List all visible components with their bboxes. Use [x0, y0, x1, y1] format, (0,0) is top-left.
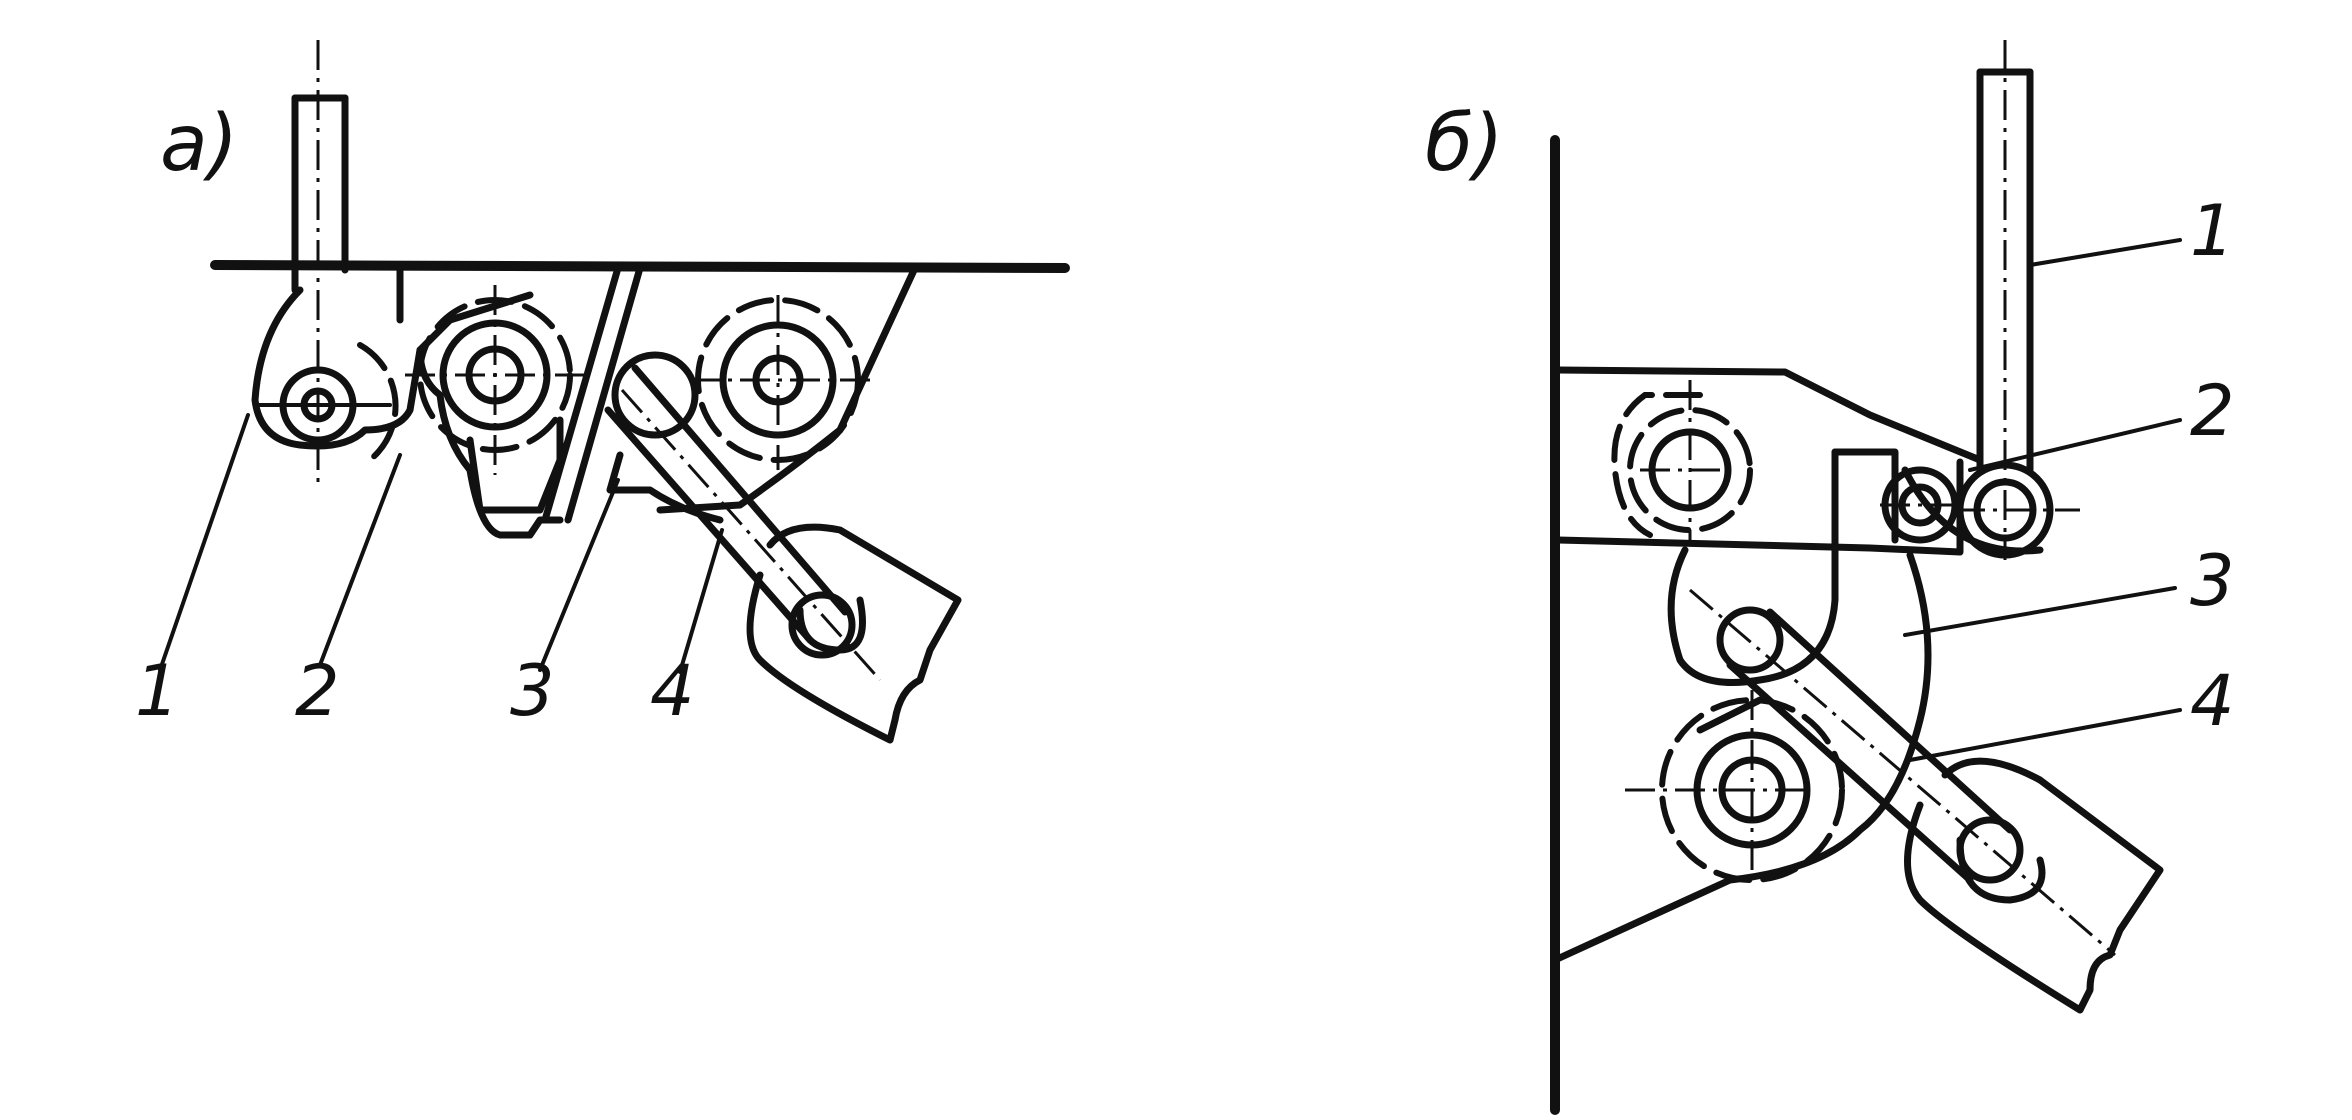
panel-a-arm [746, 523, 962, 744]
panel-a: а) [135, 40, 1070, 744]
panel-a-lever [251, 286, 534, 463]
panel-a-roller-left [405, 285, 590, 475]
panel-b-roller-top [1880, 461, 2080, 559]
panel-b-leaders [1903, 238, 2182, 762]
panel-b-arm [1904, 757, 2164, 1014]
panel-b-link [1689, 588, 2116, 957]
panel-b-body [1551, 544, 1932, 964]
panel-a-roller-right [690, 295, 870, 470]
panel-b: б) [1425, 40, 2235, 1115]
panel-a-callout-4: 4 [650, 650, 695, 732]
panel-b-callout-1: 1 [2190, 190, 2235, 272]
panel-a-leaders [158, 413, 724, 674]
panel-a-callout-2: 2 [295, 650, 340, 732]
panel-a-link [604, 351, 882, 681]
panel-a-plate [541, 264, 644, 524]
panel-b-roller-lower [1625, 690, 1845, 883]
panel-b-label: б) [1425, 99, 1504, 189]
panel-b-callout-2: 2 [2190, 370, 2235, 452]
panel-b-callout-4: 4 [2190, 660, 2235, 742]
panel-a-callout-1: 1 [135, 650, 180, 732]
panel-a-callout-3: 3 [510, 650, 555, 732]
panel-a-rod [291, 40, 349, 490]
panel-b-rod [1976, 40, 2034, 560]
panel-a-label: а) [160, 99, 238, 189]
panel-b-callout-3: 3 [2190, 540, 2235, 622]
